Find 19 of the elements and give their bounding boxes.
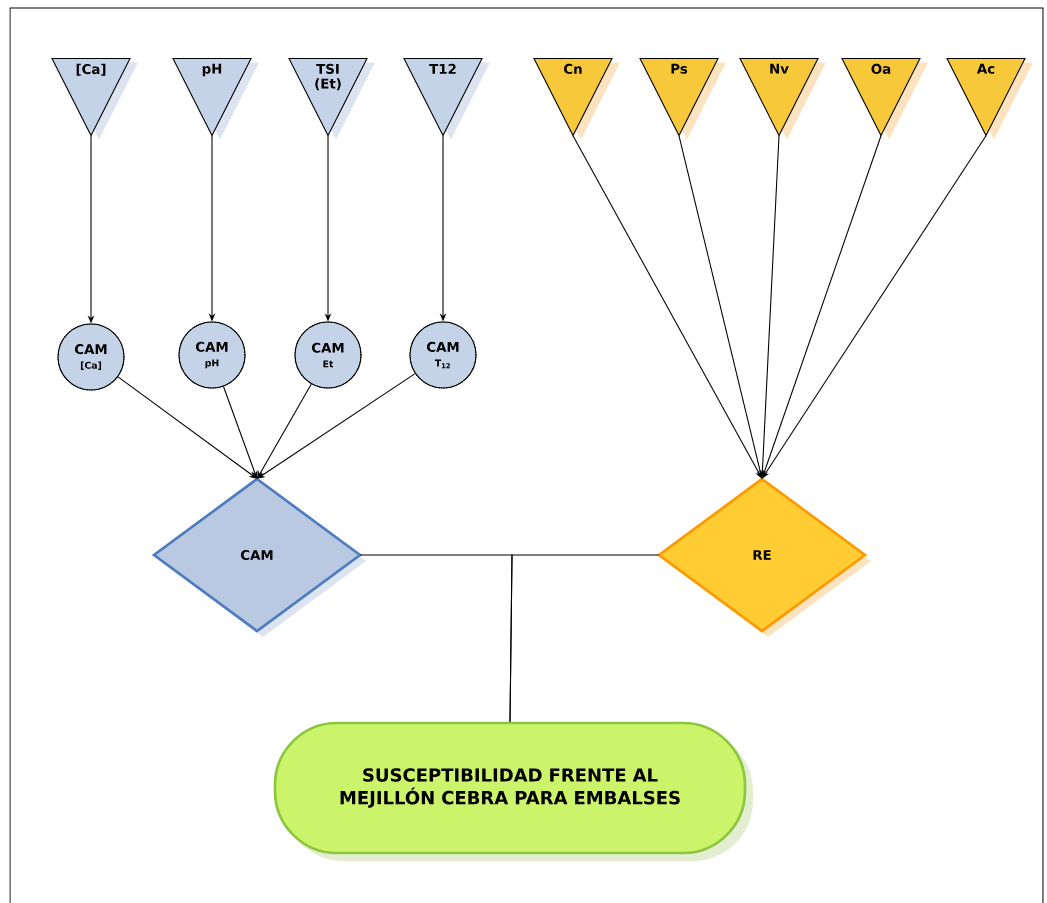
arrow — [572, 135, 762, 479]
circle-node: CAM pH — [178, 321, 246, 389]
circle-node: CAM Et — [294, 321, 362, 389]
circle-node: CAM T$_{12}$ — [409, 321, 477, 389]
circle-node: CAM [Ca] — [57, 323, 125, 391]
triangle-node: [Ca] — [51, 57, 138, 140]
arrow — [762, 135, 987, 479]
arrow — [257, 373, 416, 479]
triangle-node: Nv — [739, 57, 826, 140]
triangle-node: T12 — [403, 57, 490, 140]
triangle-node: Ac — [946, 57, 1033, 140]
result-box: SUSCEPTIBILIDAD FRENTE AL MEJILLÓN CEBRA PARA EMBALSES — [273, 721, 753, 861]
triangle-node: pH — [172, 57, 259, 140]
triangle-node: Cn — [533, 57, 620, 140]
triangle-node: Oa — [841, 57, 928, 140]
arrow — [117, 376, 257, 479]
triangle-node: Ps — [639, 57, 726, 140]
triangle-node: TSI (Et) — [288, 57, 375, 140]
arrow — [257, 383, 312, 479]
